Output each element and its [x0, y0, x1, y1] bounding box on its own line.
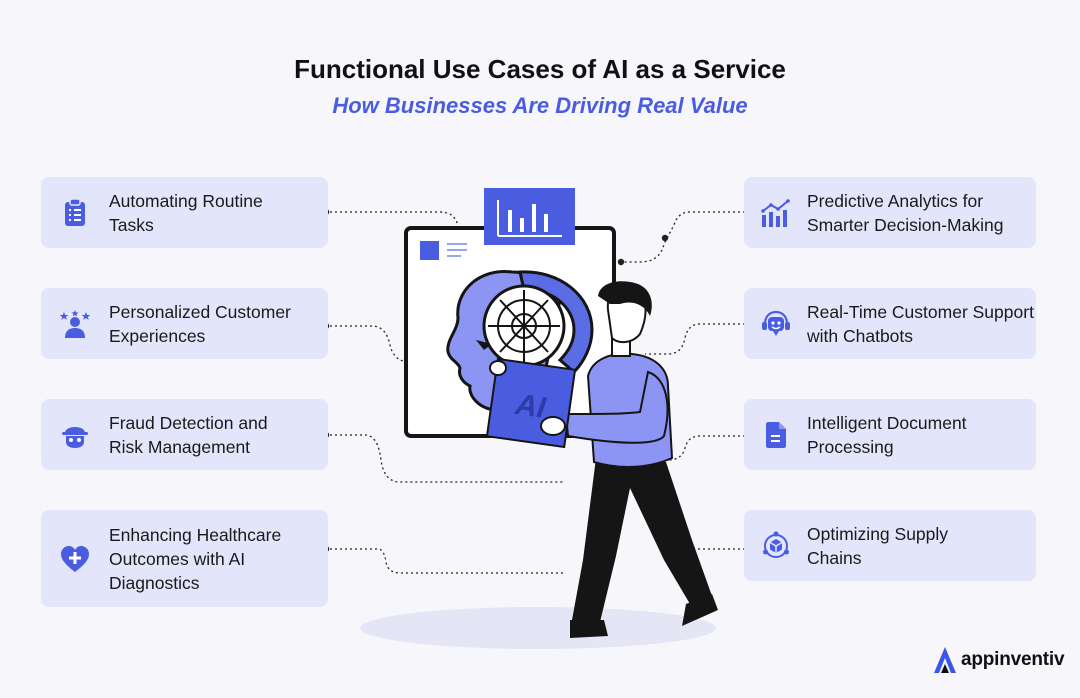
ai-box-label: AI	[512, 388, 548, 425]
use-case-label: Enhancing Healthcare Outcomes with AI Di…	[109, 524, 282, 593]
use-case-label: Intelligent Document Processing	[807, 412, 967, 457]
clipboard-checklist-icon	[59, 197, 91, 229]
use-case-card-personalized-customer-experiences: Personalized Customer Experiences	[41, 288, 328, 359]
masked-thief-icon	[59, 419, 91, 451]
user-stars-icon	[59, 308, 91, 340]
use-case-card-enhancing-healthcare: Enhancing Healthcare Outcomes with AI Di…	[41, 510, 328, 607]
bar-chart-trend-icon	[760, 197, 792, 229]
heart-plus-icon	[59, 543, 91, 575]
use-case-card-document-processing: Intelligent Document Processing	[744, 399, 1036, 470]
use-case-label: Predictive Analytics for Smarter Decisio…	[807, 190, 1004, 235]
use-case-label: Real-Time Customer Support with Chatbots	[807, 301, 1034, 346]
chatbot-headset-icon	[760, 308, 792, 340]
use-case-card-automating-routine-tasks: Automating Routine Tasks	[41, 177, 328, 248]
page-subtitle: How Businesses Are Driving Real Value	[332, 93, 748, 118]
use-case-card-realtime-support: Real-Time Customer Support with Chatbots	[744, 288, 1036, 359]
use-case-card-fraud-detection: Fraud Detection and Risk Management	[41, 399, 328, 470]
use-case-label: Fraud Detection and Risk Management	[109, 412, 268, 457]
brand-name: appinventiv	[961, 649, 1065, 670]
use-case-label: Optimizing Supply Chains	[807, 523, 949, 568]
use-case-label: Automating Routine Tasks	[109, 190, 263, 235]
use-case-card-supply-chains: Optimizing Supply Chains	[744, 510, 1036, 581]
use-case-card-predictive-analytics: Predictive Analytics for Smarter Decisio…	[744, 177, 1036, 248]
brand-logo: appinventiv	[932, 646, 1065, 674]
appinventiv-logo-icon	[934, 647, 956, 673]
page-title: Functional Use Cases of AI as a Service	[294, 54, 786, 84]
use-case-label: Personalized Customer Experiences	[109, 301, 291, 346]
document-icon	[760, 419, 792, 451]
cube-network-icon	[760, 530, 792, 562]
